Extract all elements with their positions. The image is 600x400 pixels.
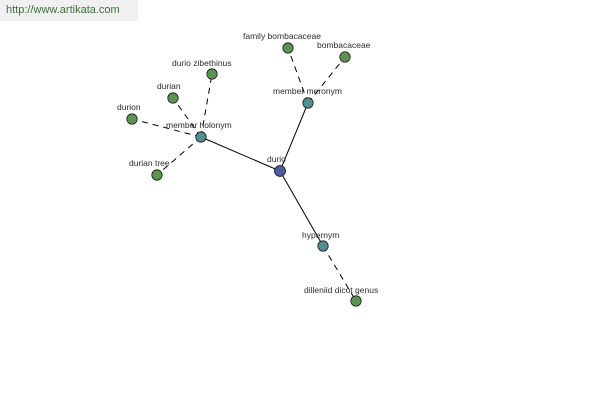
- edge-durio-to-member-meronym: [279, 102, 309, 172]
- node-label-family-bombacaceae[interactable]: family bombacaceae: [243, 31, 321, 41]
- node-label-dilleniid-dicot-genus[interactable]: dilleniid dicot genus: [304, 285, 378, 295]
- node-member-holonym[interactable]: [195, 131, 207, 143]
- node-label-durio[interactable]: durio: [267, 154, 286, 164]
- node-label-durio-zibethinus[interactable]: durio zibethinus: [172, 58, 232, 68]
- node-member-meronym[interactable]: [302, 97, 314, 109]
- edge-member-holonym-to-durian: [172, 97, 202, 138]
- node-bombacaceae[interactable]: [339, 51, 351, 63]
- node-durian[interactable]: [167, 92, 179, 104]
- node-durio[interactable]: [274, 165, 286, 177]
- edge-durio-to-hypernym: [279, 170, 324, 247]
- node-label-durian[interactable]: durian: [157, 81, 181, 91]
- labels-layer: durio member holonym member meronym hyperny…: [117, 31, 378, 295]
- node-dilleniid-dicot-genus[interactable]: [350, 295, 362, 307]
- node-durion[interactable]: [126, 113, 138, 125]
- node-label-bombacaceae[interactable]: bombacaceae: [317, 40, 371, 50]
- node-durio-zibethinus[interactable]: [206, 68, 218, 80]
- node-label-hypernym[interactable]: hypernym: [302, 230, 339, 240]
- node-hypernym[interactable]: [317, 240, 329, 252]
- node-label-durion[interactable]: durion: [117, 102, 141, 112]
- edge-member-meronym-to-bombacaceae: [307, 56, 346, 104]
- nodes-layer: [126, 42, 362, 307]
- edge-member-holonym-to-durion: [131, 118, 202, 138]
- edge-member-meronym-to-family-bombacaceae: [287, 47, 309, 104]
- edge-durio-to-member-holonym: [200, 136, 281, 172]
- node-label-durian-tree[interactable]: durian tree: [129, 158, 170, 168]
- edges-layer: [131, 47, 357, 302]
- node-label-member-holonym[interactable]: member holonym: [166, 120, 232, 130]
- edge-member-holonym-to-durian-tree: [156, 136, 202, 176]
- node-durian-tree[interactable]: [151, 169, 163, 181]
- watermark-url: http://www.artikata.com: [0, 0, 138, 21]
- node-family-bombacaceae[interactable]: [282, 42, 294, 54]
- node-label-member-meronym[interactable]: member meronym: [273, 86, 342, 96]
